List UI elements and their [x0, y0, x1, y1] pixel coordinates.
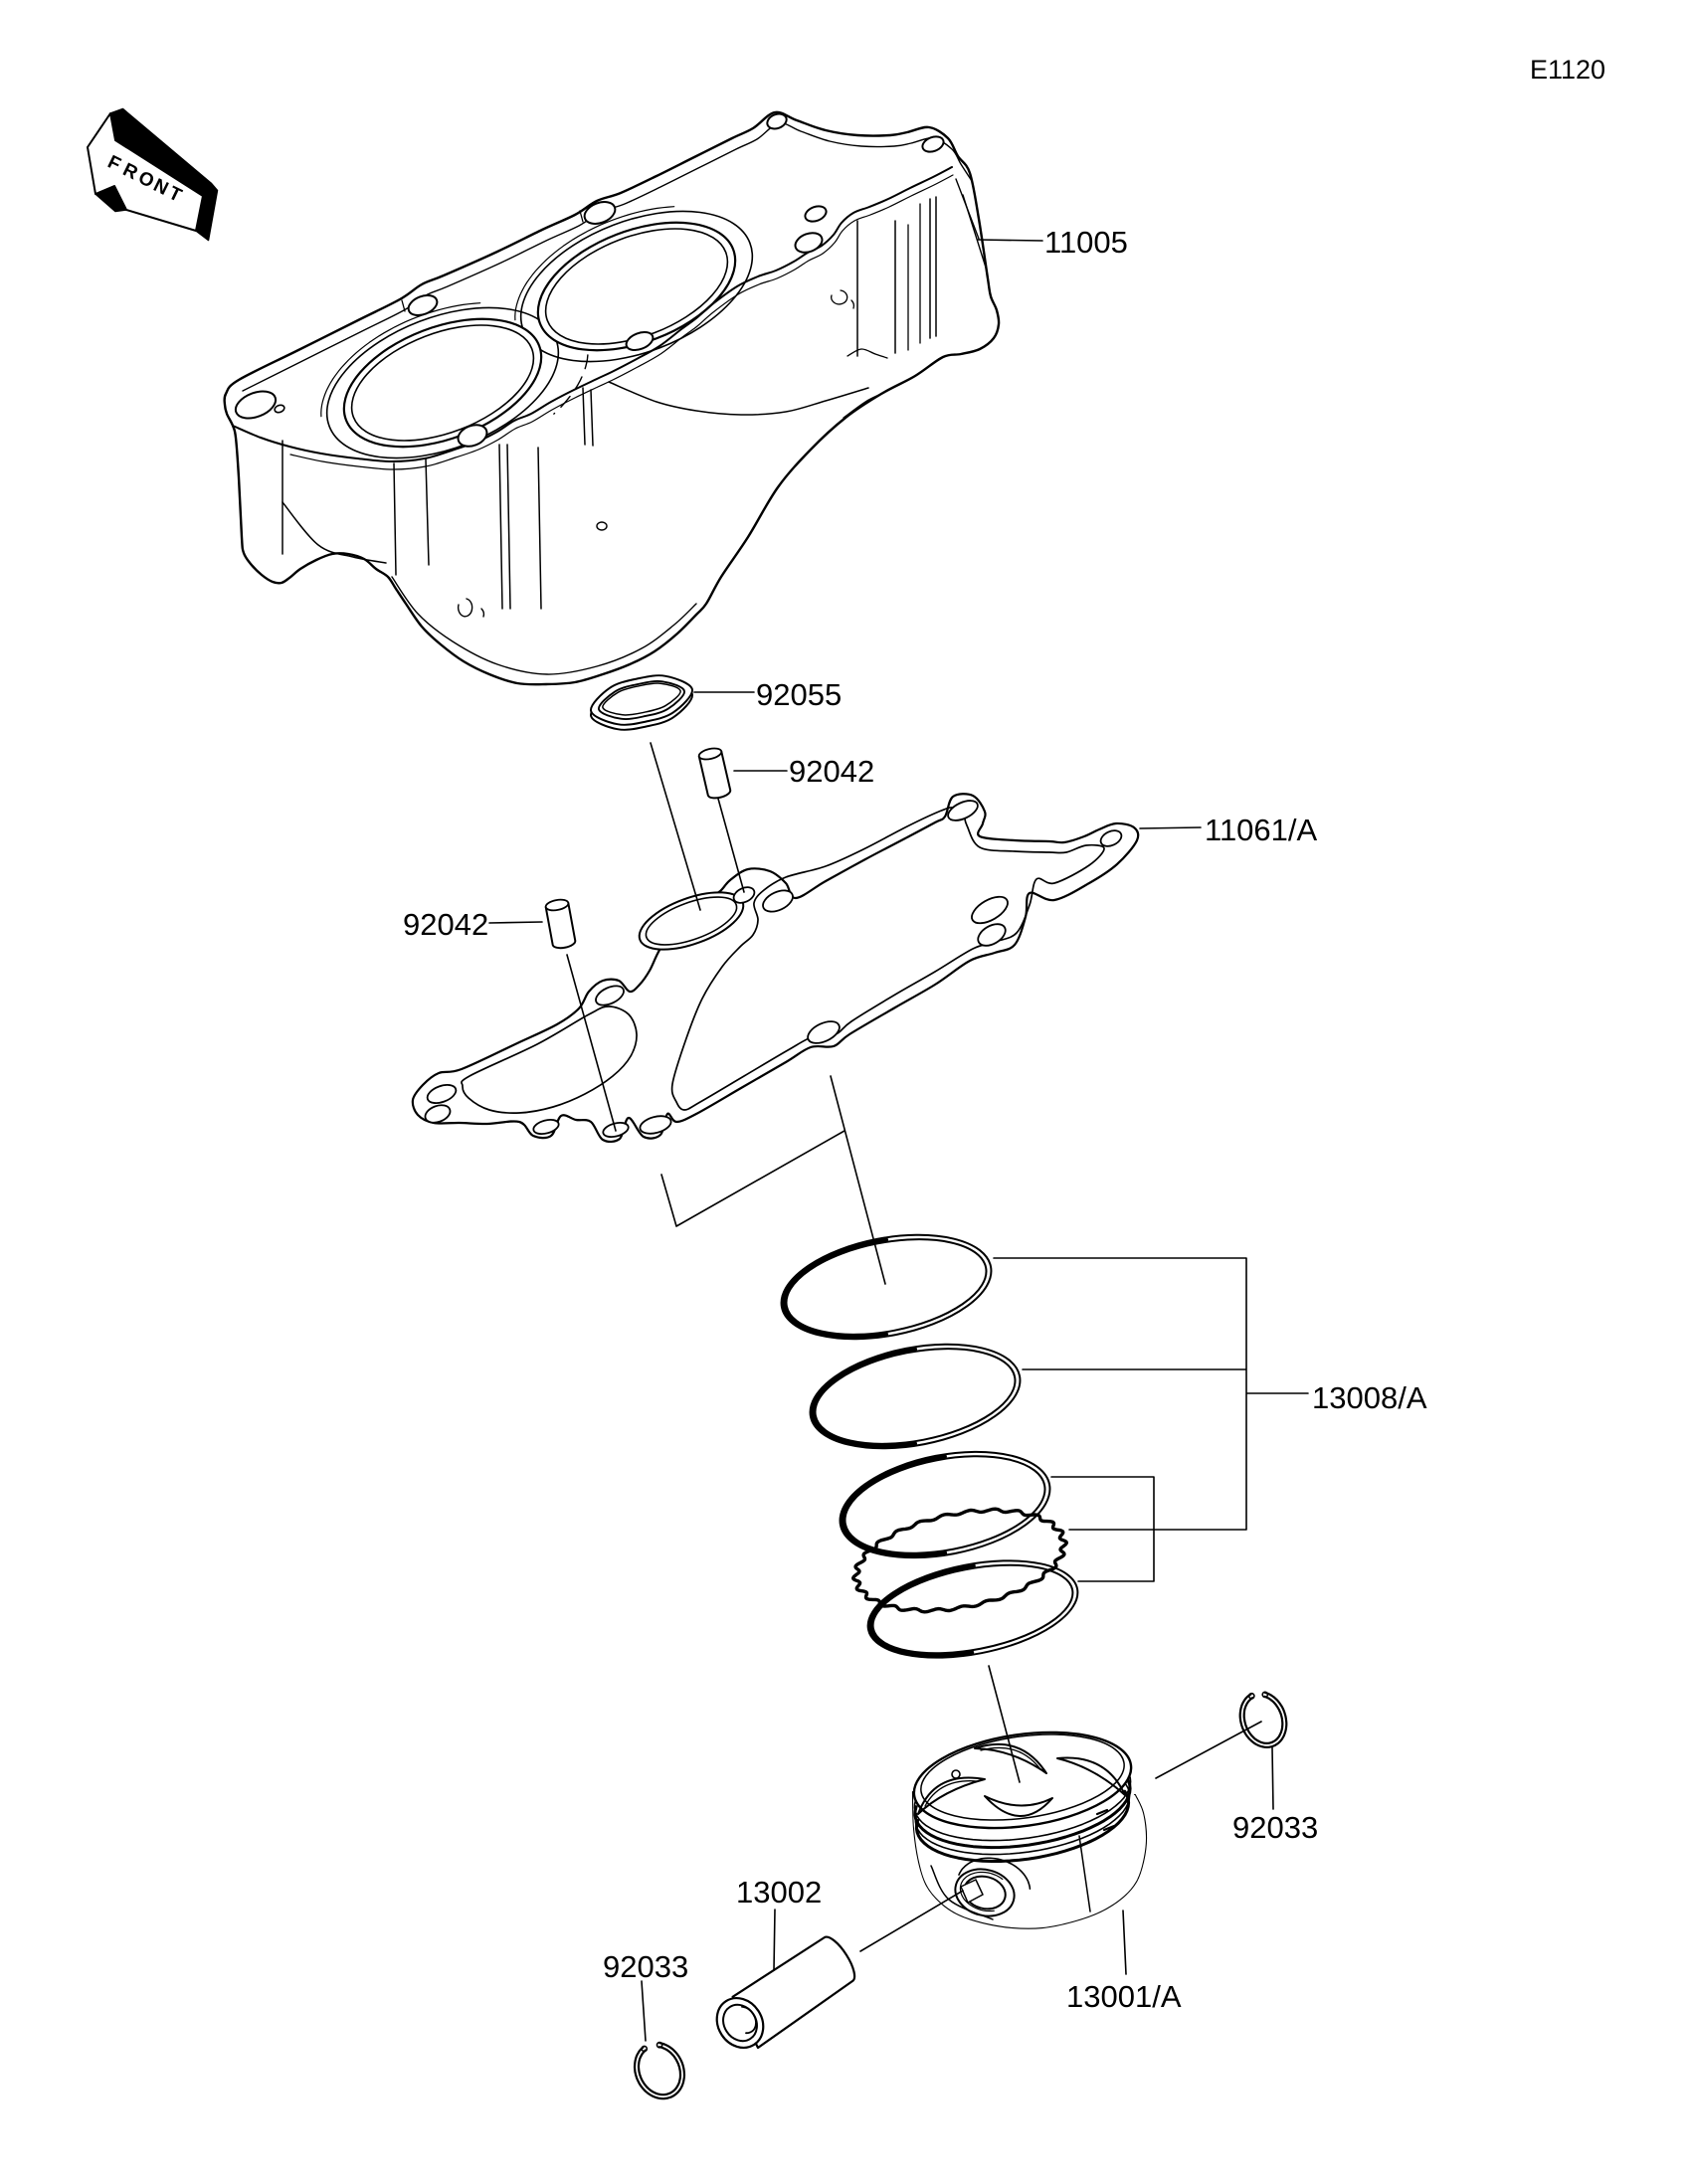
svg-text:11061/A: 11061/A	[1205, 813, 1318, 847]
svg-text:92042: 92042	[403, 907, 488, 942]
svg-text:13008/A: 13008/A	[1312, 1380, 1427, 1415]
svg-text:92055: 92055	[756, 677, 842, 712]
svg-text:11005: 11005	[1044, 225, 1128, 260]
svg-text:92033: 92033	[603, 1949, 688, 1984]
svg-text:92033: 92033	[1232, 1810, 1318, 1845]
svg-text:13002: 13002	[736, 1875, 822, 1910]
svg-text:92042: 92042	[789, 754, 874, 789]
svg-text:E1120: E1120	[1530, 55, 1605, 85]
svg-text:13001/A: 13001/A	[1066, 1979, 1182, 2014]
